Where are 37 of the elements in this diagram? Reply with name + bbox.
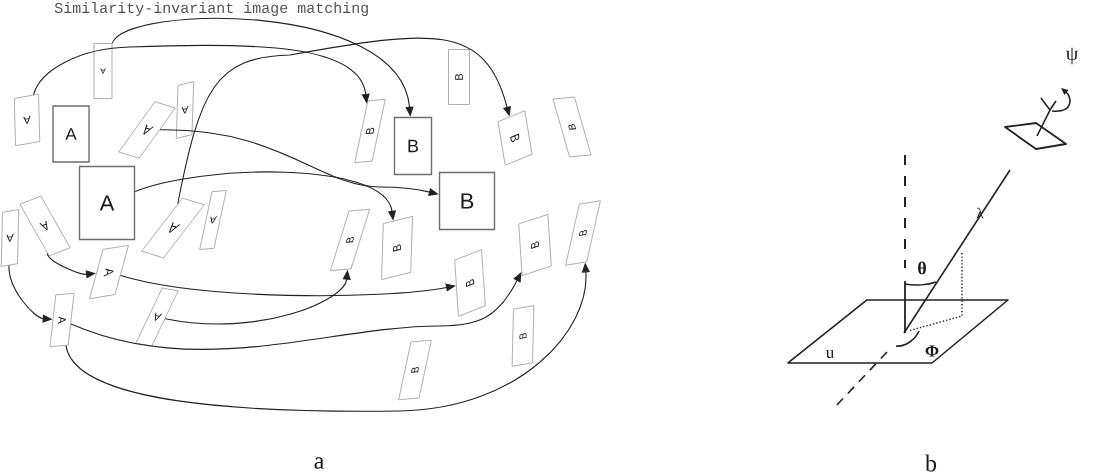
symbol-label: λ: [976, 207, 984, 219]
letter-patch: A: [89, 244, 129, 300]
letter-patch: B: [511, 305, 535, 367]
letter-patch: A: [0, 209, 20, 267]
letter-patch: A: [135, 287, 179, 347]
letter-patch: B: [381, 215, 413, 281]
arrow: [46, 252, 96, 279]
letter-patch: B: [552, 96, 592, 158]
angle-label: Φ: [925, 345, 939, 357]
letter-patch: B: [448, 49, 470, 105]
letter-patch: A: [118, 101, 176, 159]
letter-box: A: [78, 165, 136, 241]
letter-patch: B: [454, 249, 486, 317]
letter-box: A: [52, 105, 90, 163]
letter-patch: B: [518, 213, 552, 276]
arrow: [177, 37, 511, 205]
angle-label: θ: [918, 261, 926, 275]
letter-patch: A: [141, 197, 205, 259]
letter-patch: A: [49, 292, 75, 348]
panel-label: b: [925, 454, 937, 472]
letter-patch: B: [329, 208, 371, 272]
plane-label: u: [825, 350, 834, 358]
letter-patch: B: [354, 98, 386, 163]
letter-patch: A: [199, 190, 227, 250]
letter-box: B: [393, 116, 433, 176]
letter-patch: A: [13, 93, 41, 147]
letter-patch: B: [398, 339, 432, 401]
panel-title: Similarity-invariant image matching: [54, 2, 368, 16]
letter-patch: A: [93, 43, 113, 99]
letter-box: B: [438, 171, 496, 231]
symbol-label: ψ: [1066, 47, 1078, 65]
letter-patch: A: [175, 81, 195, 139]
letter-patch: B: [565, 200, 601, 266]
arrow: [120, 275, 456, 297]
letter-patch: B: [497, 110, 533, 166]
panel-label: a: [314, 457, 324, 469]
letter-patch: A: [19, 195, 71, 257]
